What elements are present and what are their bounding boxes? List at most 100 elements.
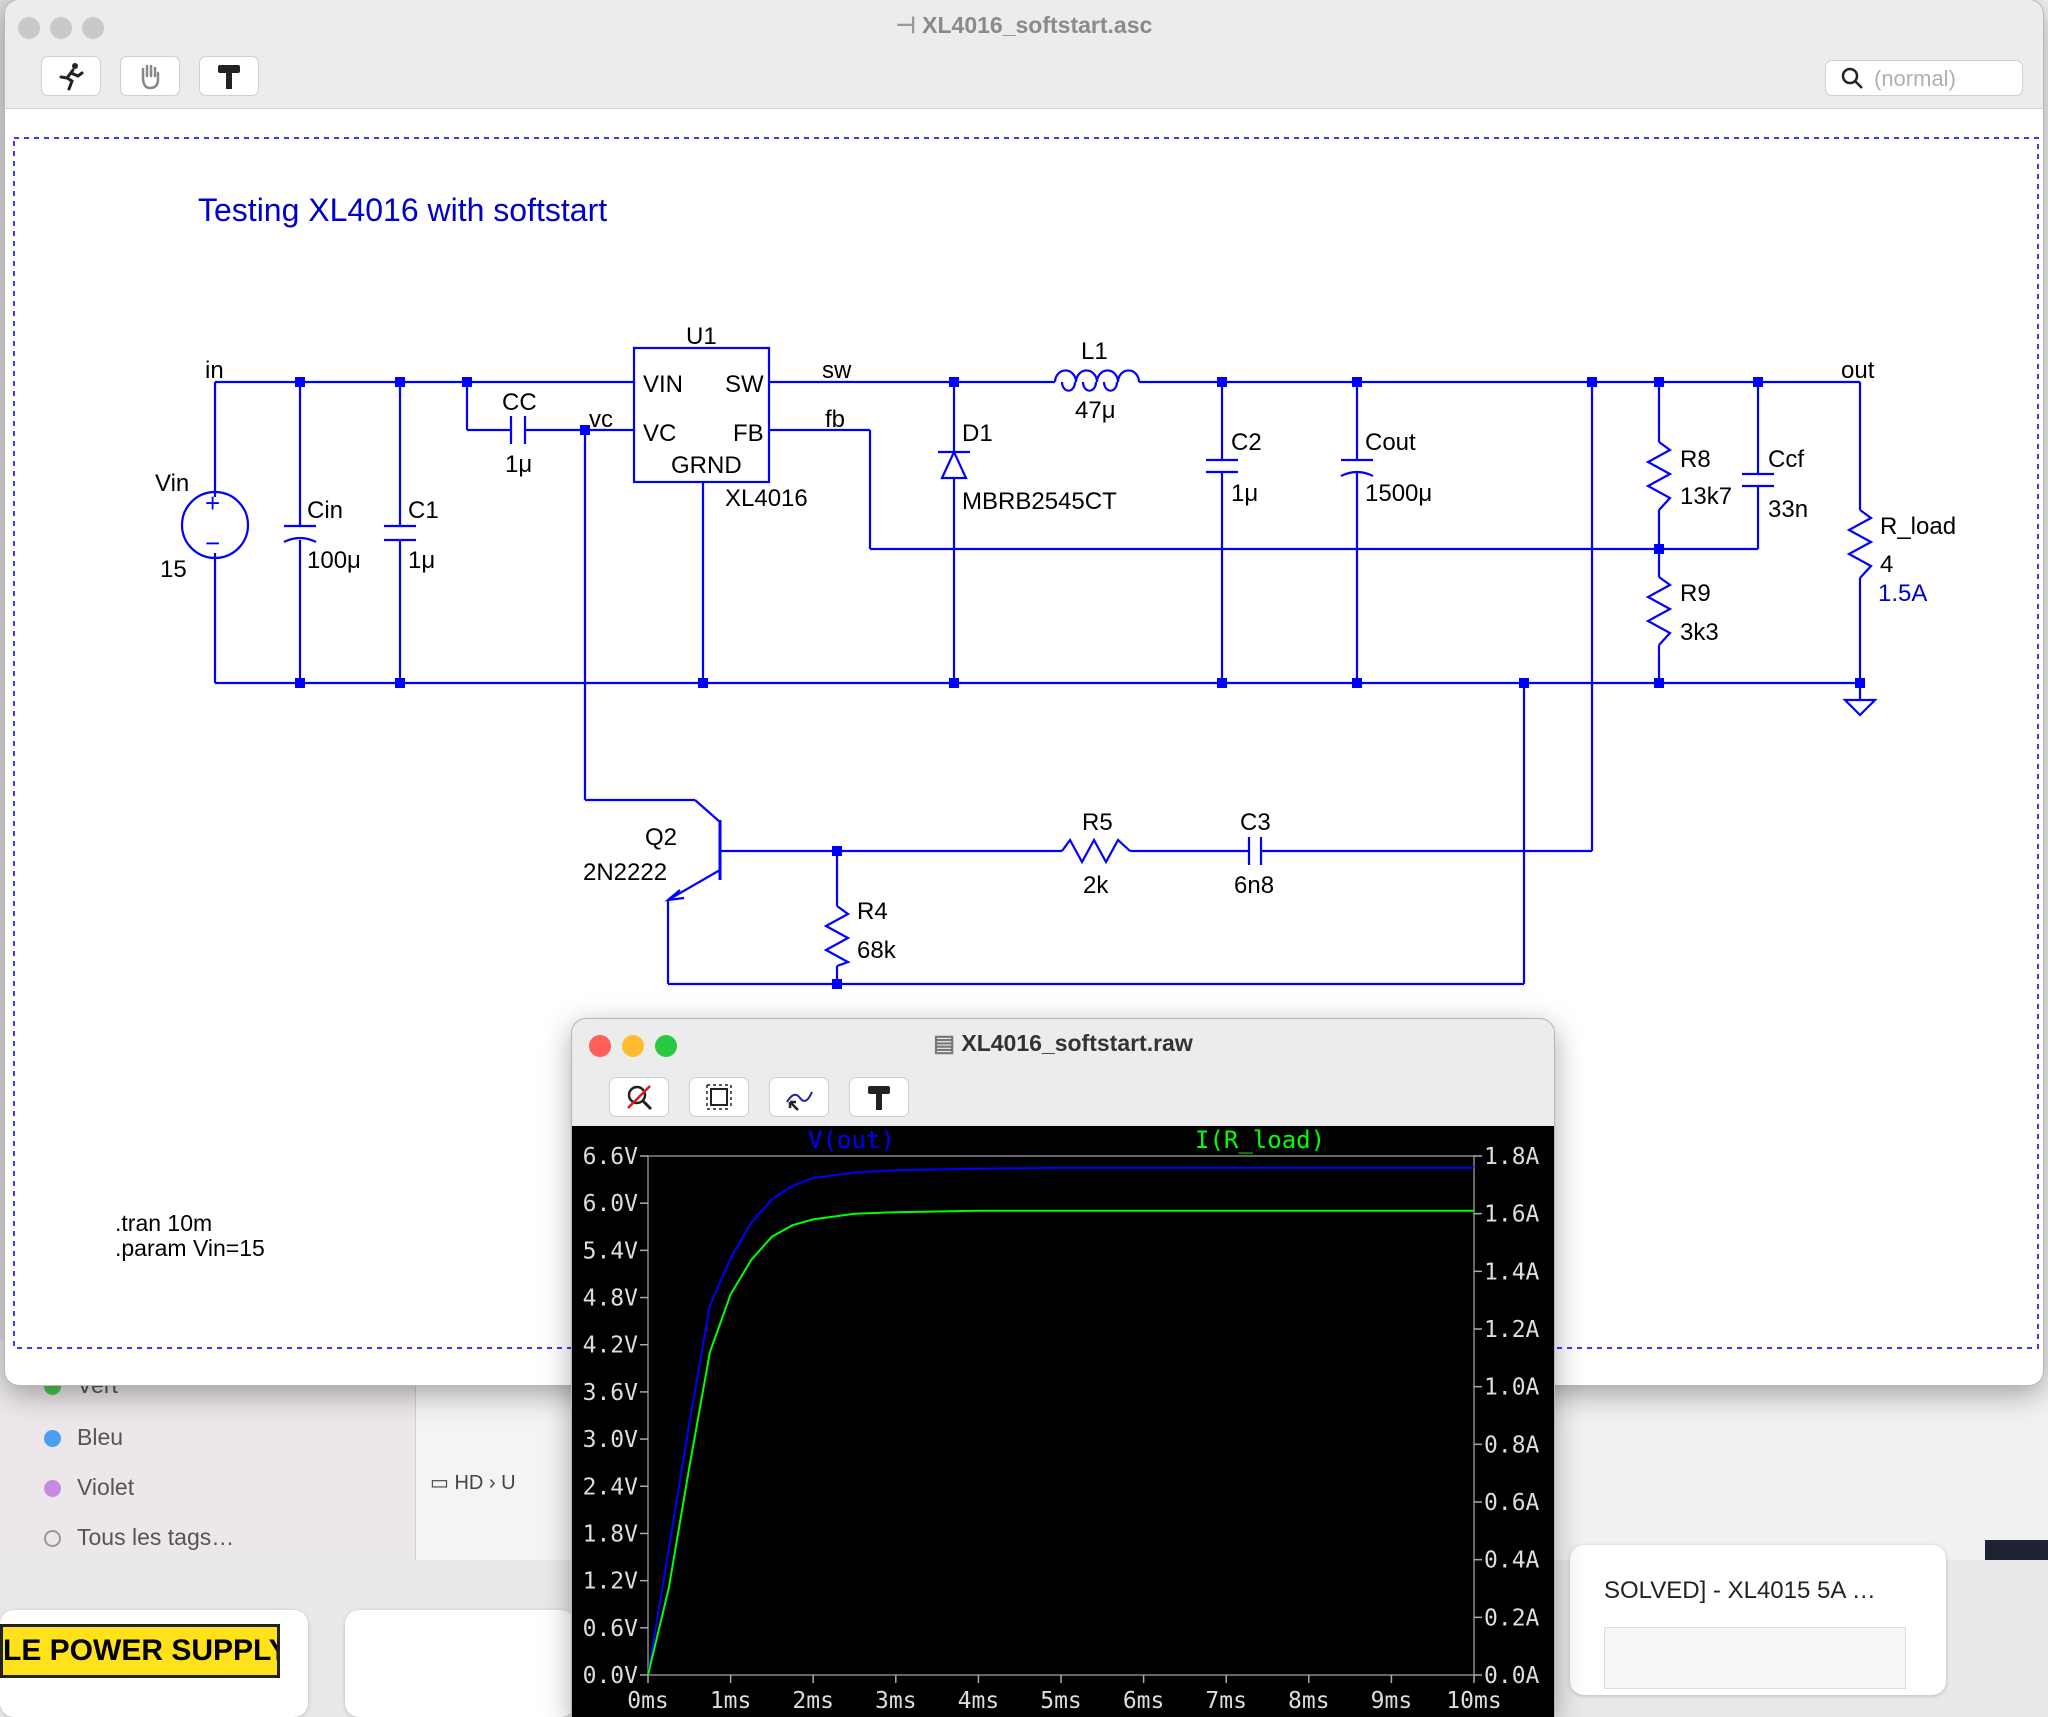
ccf-value: 33n xyxy=(1768,496,1808,523)
pan-button[interactable] xyxy=(769,1077,829,1117)
legend-vout[interactable]: V(out) xyxy=(808,1126,895,1154)
net-vc: vc xyxy=(589,406,613,433)
x-tick-label: 2ms xyxy=(792,1688,834,1714)
pan-icon xyxy=(786,1091,813,1111)
schematic-canvas[interactable]: Testing XL4016 with softstart in vc sw f… xyxy=(5,108,2043,1385)
u1-pin-vc: VC xyxy=(643,420,676,447)
wires xyxy=(213,380,1862,986)
autorange-button[interactable] xyxy=(609,1077,669,1117)
right-tick-label: 1.4A xyxy=(1484,1259,1540,1285)
autorange-icon xyxy=(627,1085,653,1111)
r8-name: R8 xyxy=(1680,446,1711,473)
zoom-extent-icon xyxy=(706,1084,732,1110)
c3-value: 6n8 xyxy=(1234,872,1274,899)
left-tick-label: 3.0V xyxy=(583,1427,639,1453)
r5-value: 2k xyxy=(1083,872,1109,899)
u1-name: U1 xyxy=(686,323,717,350)
l1-coil xyxy=(1053,369,1141,383)
l1-name: L1 xyxy=(1081,338,1108,365)
plot-ticks: 0.0V0.6V1.2V1.8V2.4V3.0V3.6V4.2V4.8V5.4V… xyxy=(583,1144,1540,1714)
u1-box xyxy=(632,346,771,484)
browser-card-left[interactable]: LE POWER SUPPLY xyxy=(0,1610,308,1717)
vin-value: 15 xyxy=(160,556,187,583)
series-line-1 xyxy=(647,1209,1474,1676)
result-thumbnail xyxy=(1604,1627,1906,1689)
cin-name: Cin xyxy=(307,497,343,524)
left-tick-label: 4.2V xyxy=(583,1333,639,1359)
right-tick-label: 1.0A xyxy=(1484,1375,1540,1401)
cin-value: 100μ xyxy=(307,547,361,574)
cout-name: Cout xyxy=(1365,429,1416,456)
left-tick-label: 0.6V xyxy=(583,1616,639,1642)
directive-param: .param Vin=15 xyxy=(115,1235,265,1261)
hammer-icon xyxy=(868,1086,890,1110)
power-supply-banner: LE POWER SUPPLY xyxy=(0,1624,280,1678)
right-tick-label: 0.6A xyxy=(1484,1490,1540,1516)
left-tick-label: 5.4V xyxy=(583,1238,639,1264)
hand-icon xyxy=(141,64,160,90)
run-button[interactable] xyxy=(41,56,101,96)
left-tick-label: 0.0V xyxy=(583,1663,639,1689)
x-tick-label: 4ms xyxy=(958,1688,1000,1714)
x-tick-label: 0ms xyxy=(627,1688,669,1714)
l1-value: 47μ xyxy=(1075,397,1116,424)
x-tick-label: 1ms xyxy=(710,1688,752,1714)
right-tick-label: 0.4A xyxy=(1484,1548,1540,1574)
x-tick-label: 7ms xyxy=(1205,1688,1247,1714)
tag-dot xyxy=(44,1480,61,1497)
run-icon xyxy=(59,63,84,91)
schematic-doc-icon: ⊣ xyxy=(895,12,923,38)
r4-name: R4 xyxy=(857,898,888,925)
tag-violet[interactable]: Violet xyxy=(44,1474,134,1501)
close-button[interactable] xyxy=(18,17,40,39)
r9-value: 3k3 xyxy=(1680,619,1719,646)
u1-pin-fb: FB xyxy=(733,420,764,447)
u1-pin-sw: SW xyxy=(725,371,764,398)
minimize-button[interactable] xyxy=(622,1035,644,1057)
waveform-plot[interactable]: 0.0V0.6V1.2V1.8V2.4V3.0V3.6V4.2V4.8V5.4V… xyxy=(572,1126,1554,1717)
cc-value: 1μ xyxy=(505,451,532,478)
hammer-button[interactable] xyxy=(199,56,259,96)
u1-part: XL4016 xyxy=(725,485,808,512)
u1-pin-grnd: GRND xyxy=(671,452,742,479)
hand-button[interactable] xyxy=(120,56,180,96)
result-title: SOLVED] - XL4015 5A … xyxy=(1604,1577,1876,1604)
u1-pin-vin: VIN xyxy=(643,371,683,398)
c1-name: C1 xyxy=(408,497,439,524)
plot-background xyxy=(572,1126,1554,1717)
x-tick-label: 9ms xyxy=(1371,1688,1413,1714)
rload-name: R_load xyxy=(1880,513,1956,540)
x-tick-label: 3ms xyxy=(875,1688,917,1714)
finder-path-bar[interactable]: ▭ HD › U xyxy=(430,1472,516,1494)
close-button[interactable] xyxy=(589,1035,611,1057)
x-tick-label: 8ms xyxy=(1288,1688,1330,1714)
cout-value: 1500μ xyxy=(1365,480,1432,507)
d1-name: D1 xyxy=(962,420,993,447)
tag-blue[interactable]: Bleu xyxy=(44,1424,123,1451)
left-tick-label: 4.8V xyxy=(583,1286,639,1312)
net-in: in xyxy=(205,357,224,384)
q2-value: 2N2222 xyxy=(583,859,667,886)
zoom-button[interactable] xyxy=(655,1035,677,1057)
left-tick-label: 6.6V xyxy=(583,1144,639,1170)
sheet-title: Testing XL4016 with softstart xyxy=(198,192,607,228)
hammer-button[interactable] xyxy=(849,1077,909,1117)
browser-card-middle[interactable] xyxy=(345,1610,575,1717)
r8-value: 13k7 xyxy=(1680,483,1732,510)
window-title: ⊣ XL4016_softstart.asc xyxy=(895,12,1153,38)
legend-iload[interactable]: I(R_load) xyxy=(1195,1126,1325,1154)
left-tick-label: 2.4V xyxy=(583,1474,639,1500)
tag-all[interactable]: Tous les tags… xyxy=(44,1524,234,1551)
cc-name: CC xyxy=(502,389,537,416)
zoom-button[interactable] xyxy=(82,17,104,39)
vin-plus: + xyxy=(205,488,220,518)
search-field[interactable]: (normal) xyxy=(1825,60,2023,96)
ccf-name: Ccf xyxy=(1768,446,1804,473)
rload-value: 4 xyxy=(1880,551,1893,578)
zoom-extent-button[interactable] xyxy=(689,1077,749,1117)
sheet-border xyxy=(13,137,2039,1349)
minimize-button[interactable] xyxy=(50,17,72,39)
browser-result-card[interactable]: SOLVED] - XL4015 5A … xyxy=(1570,1545,1946,1695)
x-tick-label: 6ms xyxy=(1123,1688,1165,1714)
